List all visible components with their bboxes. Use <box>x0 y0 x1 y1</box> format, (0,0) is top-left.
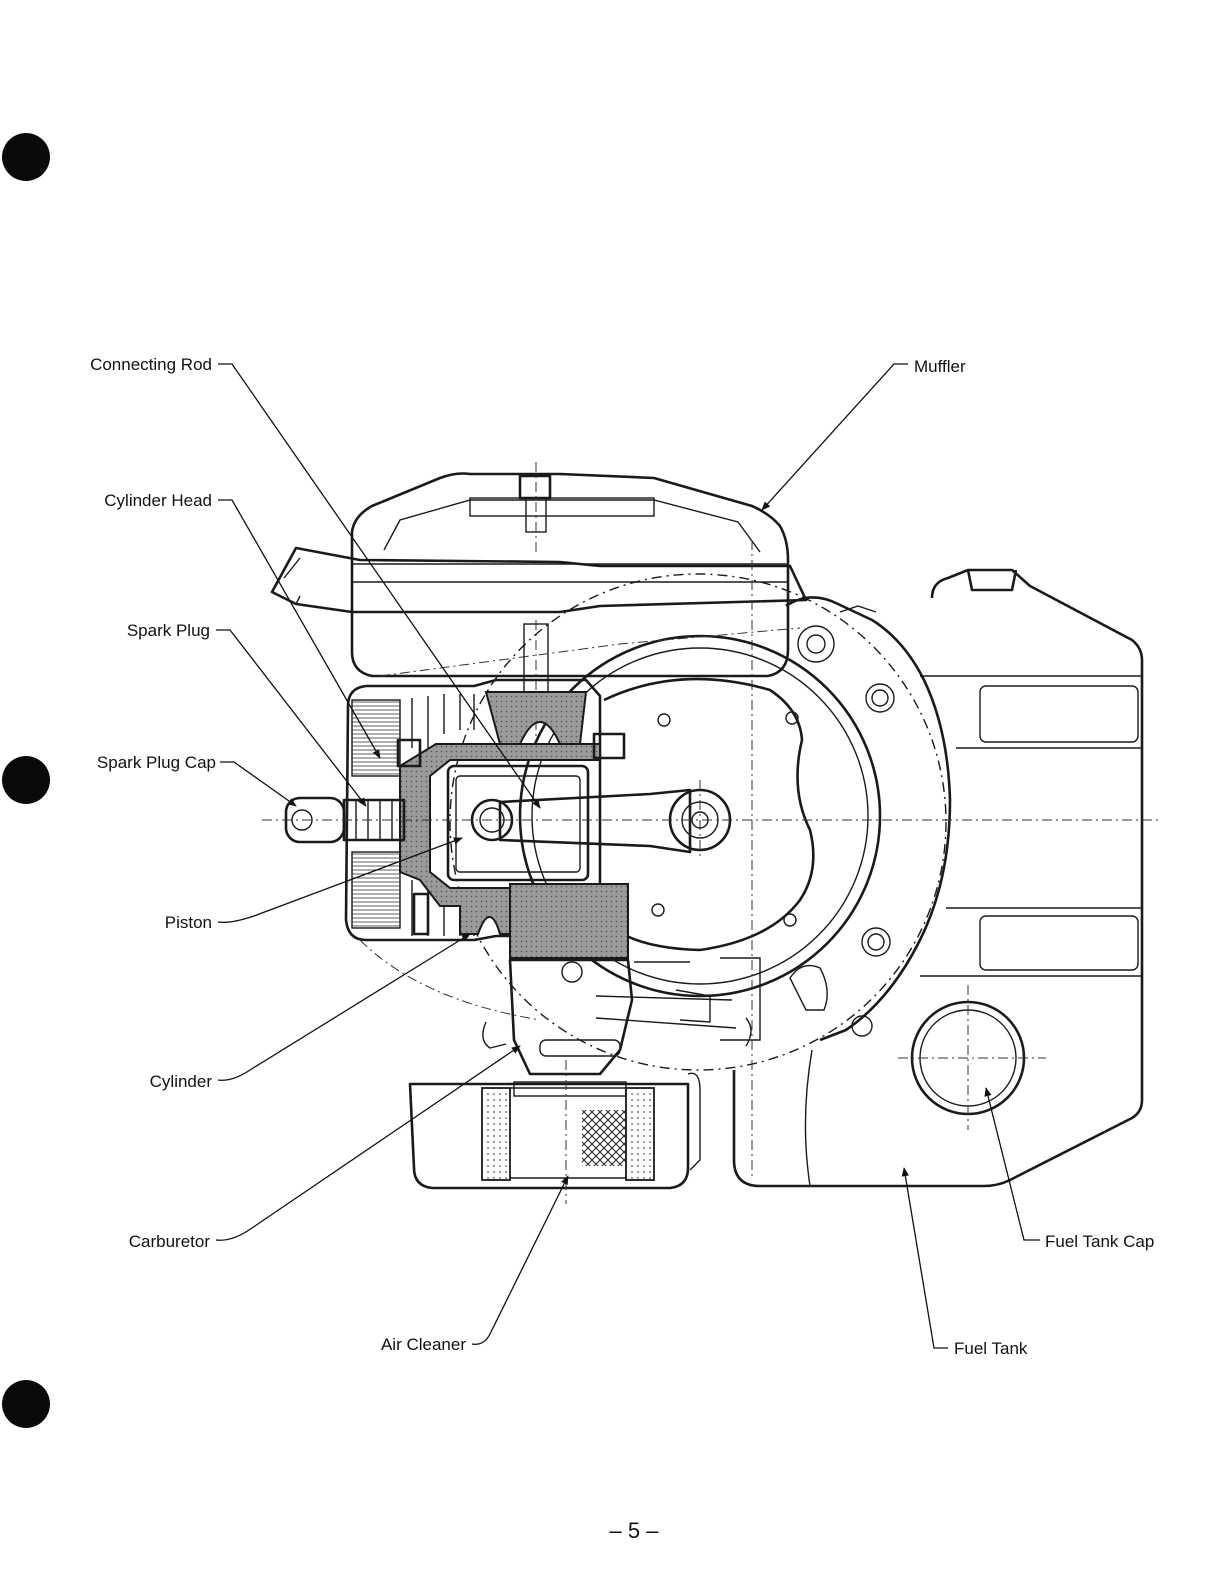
leader-spark-plug-cap <box>220 761 297 807</box>
leader-fuel-tank <box>901 1167 948 1349</box>
air-cleaner-shape <box>408 1060 701 1204</box>
muffler-shape <box>270 462 808 760</box>
label-cylinder-head: Cylinder Head <box>104 491 212 510</box>
cylinder-block <box>284 678 732 942</box>
label-spark-plug: Spark Plug <box>127 621 210 640</box>
label-fuel-tank: Fuel Tank <box>954 1339 1028 1358</box>
label-carburetor: Carburetor <box>129 1232 211 1251</box>
labels: Connecting Rod Cylinder Head Spark Plug … <box>90 355 1154 1358</box>
label-connecting-rod: Connecting Rod <box>90 355 212 374</box>
leader-cylinder <box>217 933 471 1081</box>
leader-carburetor <box>215 1045 521 1241</box>
leader-piston <box>217 837 463 924</box>
label-cylinder: Cylinder <box>150 1072 213 1091</box>
leader-lines <box>215 363 1040 1349</box>
binder-hole-top <box>2 133 50 181</box>
leader-connecting-rod <box>218 363 541 809</box>
label-piston: Piston <box>165 913 212 932</box>
label-spark-plug-cap: Spark Plug Cap <box>97 753 216 772</box>
leader-muffler <box>761 363 908 511</box>
leader-cylinder-head <box>218 499 381 759</box>
spark-plug-shape <box>342 798 406 842</box>
binder-hole-middle <box>2 756 50 804</box>
carburetor-shape <box>482 883 828 1076</box>
binder-hole-bottom <box>2 1380 50 1428</box>
label-muffler: Muffler <box>914 357 966 376</box>
leader-air-cleaner <box>471 1175 569 1345</box>
leader-spark-plug <box>216 629 367 807</box>
page-number: – 5 – <box>610 1518 660 1543</box>
label-air-cleaner: Air Cleaner <box>381 1335 466 1354</box>
label-fuel-tank-cap: Fuel Tank Cap <box>1045 1232 1154 1251</box>
fuel-tank-shape <box>732 568 1144 1188</box>
binder-holes <box>2 133 50 1428</box>
flywheel-housing <box>449 573 952 1071</box>
center-lines <box>262 540 1162 1180</box>
leader-fuel-tank-cap <box>984 1087 1040 1241</box>
engine-drawing <box>262 462 1162 1204</box>
piston-shape <box>446 764 590 882</box>
